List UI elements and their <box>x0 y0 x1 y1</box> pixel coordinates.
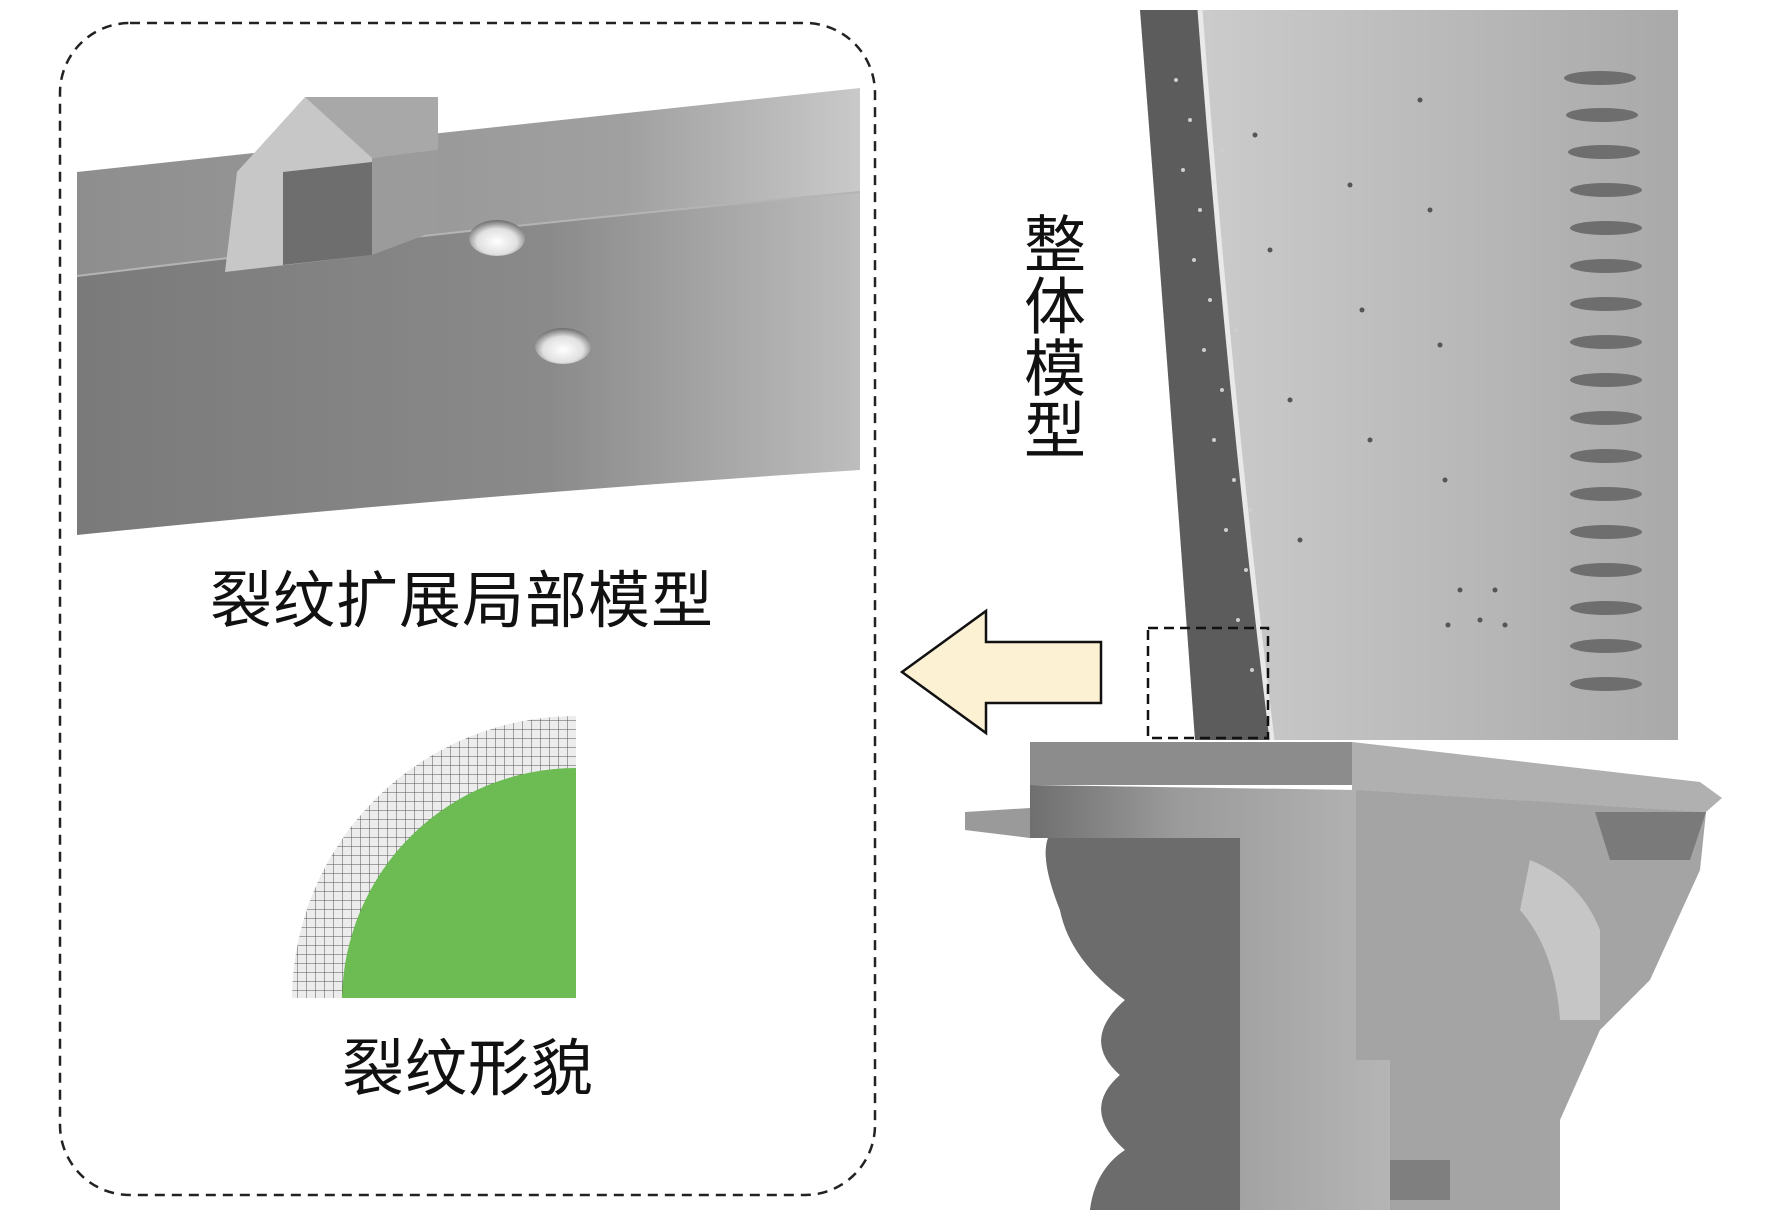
local-ring-model <box>76 88 861 535</box>
left-arrow-icon <box>899 608 1103 736</box>
crack-region-box <box>1146 626 1270 740</box>
crack-morphology-figure <box>292 716 576 998</box>
turbine-blade-model <box>965 9 1722 1210</box>
cooling-hole <box>535 328 591 364</box>
cooling-hole <box>469 220 525 256</box>
local-model-caption: 裂纹扩展局部模型 <box>210 564 715 637</box>
global-model-caption: 整体模型 <box>1013 212 1086 460</box>
local-model-panel <box>58 21 877 1197</box>
crack-morphology-caption: 裂纹形貌 <box>342 1032 595 1105</box>
